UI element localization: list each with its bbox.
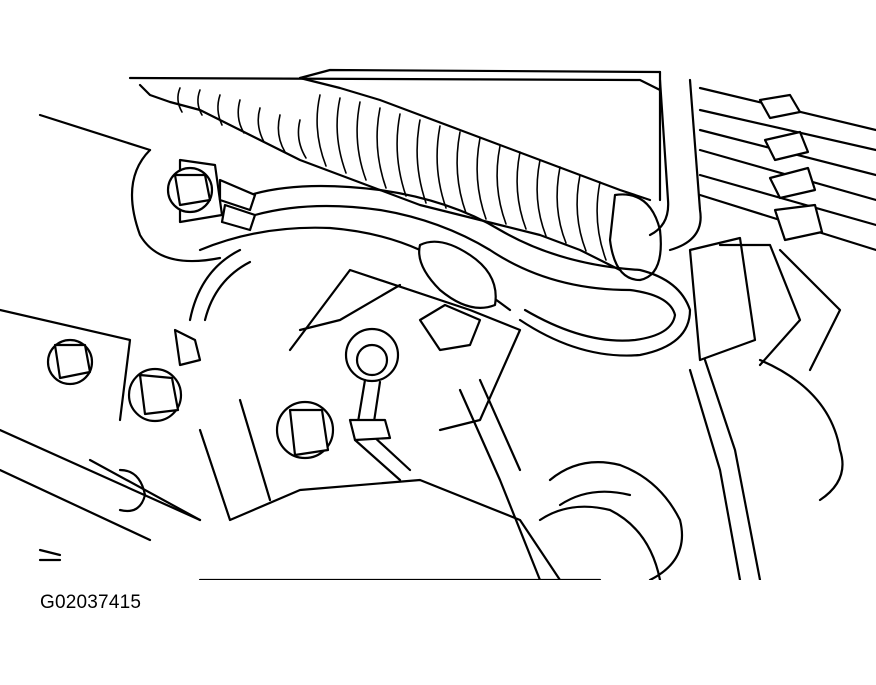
- vertical-cable-tube: [648, 78, 702, 252]
- engine-wiring-illustration: [0, 68, 876, 580]
- background-frame-lines: [0, 113, 202, 562]
- corrugated-wire-conduit: [138, 76, 662, 282]
- engine-block-lower: [88, 378, 562, 580]
- bolt-lower-left: [0, 308, 202, 423]
- ground-terminal-upper-left: [130, 148, 257, 263]
- center-bracket: [288, 268, 522, 482]
- rubber-boot: [538, 358, 844, 580]
- connector-stack-right: [688, 93, 842, 372]
- figure-code: G02037415: [40, 592, 142, 613]
- wiring-harness: [188, 184, 692, 357]
